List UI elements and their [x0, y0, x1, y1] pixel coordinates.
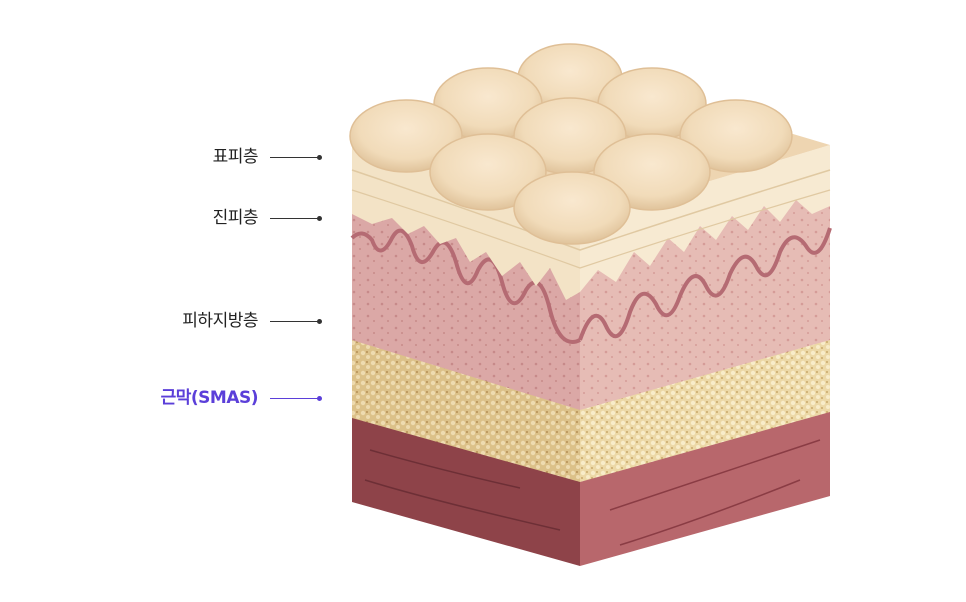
leader-line-1 — [270, 218, 319, 219]
dermal-junction-right — [578, 227, 832, 341]
leader-line-2 — [270, 321, 319, 322]
leader-dot-2 — [317, 319, 322, 324]
epidermis-right-face — [580, 145, 830, 292]
leader-dot-1 — [317, 216, 322, 221]
leader-dot-0 — [317, 155, 322, 160]
skin-surface-bumps — [349, 43, 793, 245]
epidermis-left-face — [352, 145, 580, 300]
layer-label-1: 진피층 — [212, 208, 259, 228]
leader-line-3 — [270, 398, 319, 399]
leader-line-0 — [270, 157, 319, 158]
leader-dot-3 — [317, 396, 322, 401]
dermal-junction-left — [350, 228, 581, 344]
layer-label-2: 피하지방층 — [182, 311, 258, 331]
layer-label-3: 근막(SMAS) — [160, 388, 259, 408]
layer-label-0: 표피층 — [212, 147, 259, 167]
epidermis-layer — [349, 43, 831, 300]
